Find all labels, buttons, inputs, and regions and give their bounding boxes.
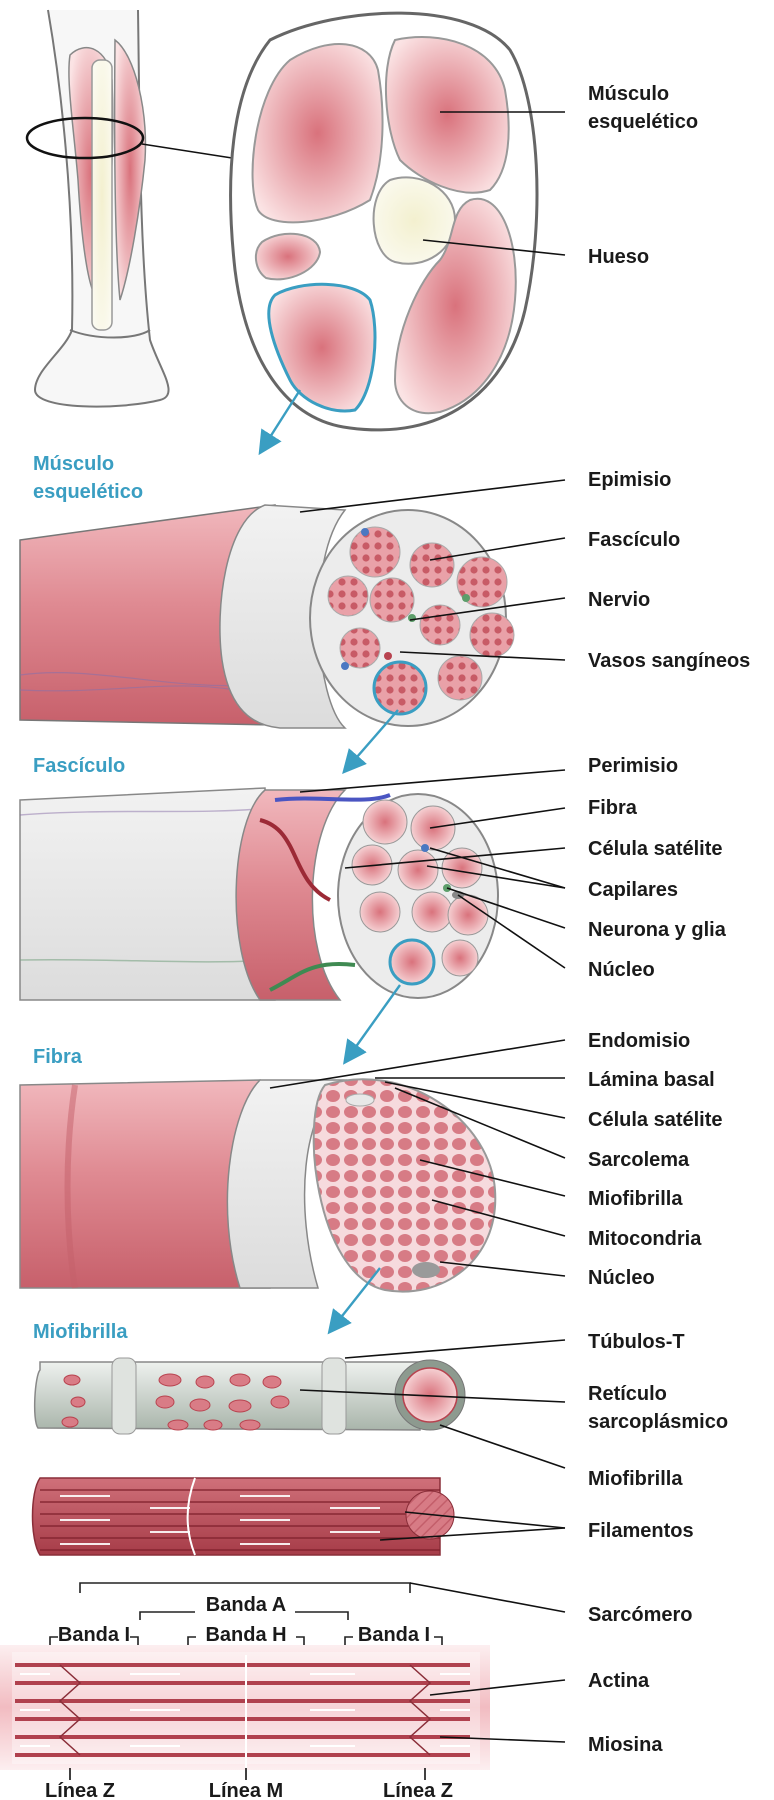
leg-bone xyxy=(92,60,112,330)
label-skeletal-muscle: Músculo xyxy=(588,83,669,105)
section-title-skeletal-muscle: Músculo xyxy=(33,453,114,475)
label-sarcomere: Sarcómero xyxy=(588,1604,693,1626)
label-fiber: Fibra xyxy=(588,797,638,819)
section-title-skeletal-muscle: esquelético xyxy=(33,481,143,503)
fiber-cylinder xyxy=(20,1040,565,1325)
label-skeletal-muscle: esquelético xyxy=(588,111,698,133)
label-h-band: Banda H xyxy=(205,1624,286,1646)
label-filaments: Filamentos xyxy=(588,1520,694,1542)
section-title-fiber: Fibra xyxy=(33,1046,83,1068)
label-nucleus: Núcleo xyxy=(588,959,655,981)
label-neuron-glia: Neurona y glia xyxy=(588,919,727,941)
label-mitochondria: Mitocondria xyxy=(588,1228,702,1250)
label-myofibril: Miofibrilla xyxy=(588,1468,683,1490)
label-nucleus: Núcleo xyxy=(588,1267,655,1289)
muscle-cross-section xyxy=(231,13,565,445)
myofibril-tube xyxy=(35,1340,565,1468)
label-a-band: Banda A xyxy=(206,1594,286,1616)
label-i-band: Banda I xyxy=(358,1624,430,1646)
label-sarcoplasmic-reticulum: Retículo xyxy=(588,1383,667,1405)
label-z-line: Línea Z xyxy=(383,1780,453,1800)
label-endomysium: Endomisio xyxy=(588,1030,690,1052)
label-basal-lamina: Lámina basal xyxy=(588,1069,715,1091)
section-title-myofibril: Miofibrilla xyxy=(33,1321,128,1343)
label-nerve: Nervio xyxy=(588,589,650,611)
label-sarcolemma: Sarcolema xyxy=(588,1149,690,1171)
label-m-line: Línea M xyxy=(209,1780,283,1800)
fascicle-cylinder xyxy=(20,770,565,1055)
label-blood-vessels: Vasos sangíneos xyxy=(588,650,750,672)
leg-illustration xyxy=(27,10,232,407)
label-capillaries: Capilares xyxy=(588,879,678,901)
label-actin: Actina xyxy=(588,1670,650,1692)
label-perimysium: Perimisio xyxy=(588,755,678,777)
label-myofibril: Miofibrilla xyxy=(588,1188,683,1210)
label-sarcoplasmic-reticulum: sarcoplásmico xyxy=(588,1411,728,1433)
label-fascicle: Fascículo xyxy=(588,529,680,551)
label-epimysium: Epimisio xyxy=(588,469,671,491)
label-bone: Hueso xyxy=(588,246,649,268)
muscle-cylinder xyxy=(20,480,565,765)
label-t-tubules: Túbulos-T xyxy=(588,1331,685,1353)
myofibril-bundle xyxy=(33,1478,566,1555)
label-satellite-cell: Célula satélite xyxy=(588,838,723,860)
sarcomere-detail xyxy=(0,1645,565,1780)
section-title-fascicle: Fascículo xyxy=(33,755,125,777)
label-satellite-cell: Célula satélite xyxy=(588,1109,723,1131)
label-i-band: Banda I xyxy=(58,1624,130,1646)
label-z-line: Línea Z xyxy=(45,1780,115,1800)
label-myosin: Miosina xyxy=(588,1734,663,1756)
